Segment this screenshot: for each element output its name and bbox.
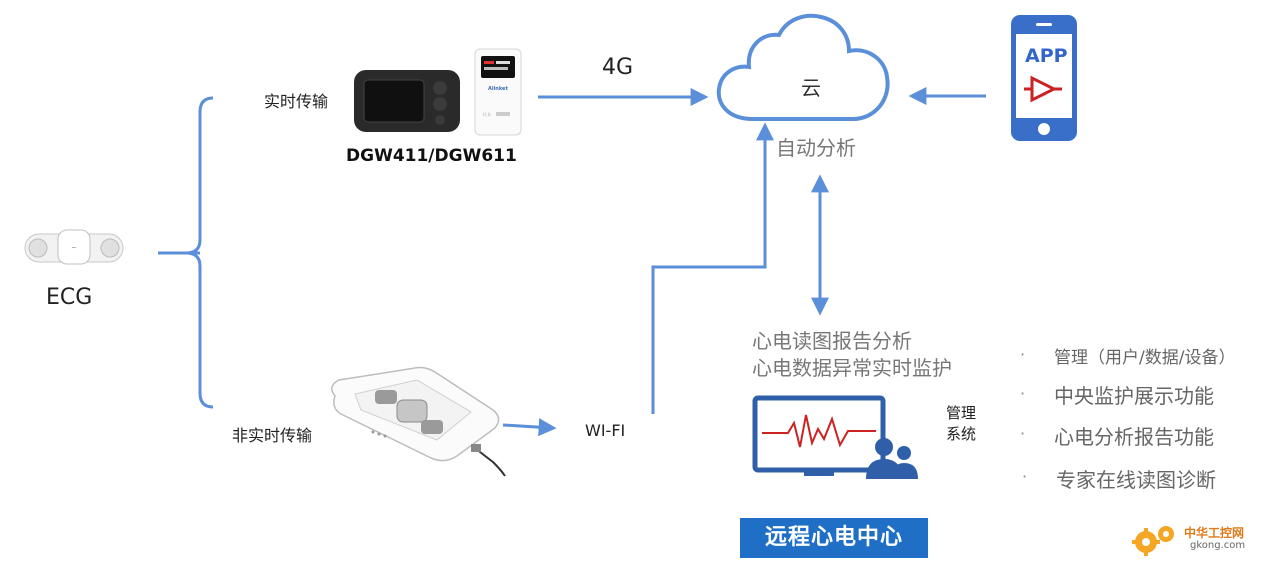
arrow-to-wifi: [502, 418, 557, 437]
wifi-label: WI-FI: [585, 421, 626, 440]
cloud-icon: [713, 11, 895, 127]
center-banner: 远程心电中心: [740, 518, 928, 558]
svg-text:((·)): ((·)): [483, 112, 491, 117]
monitor-icon: [752, 395, 922, 485]
svg-text:~: ~: [71, 244, 77, 252]
arrow-wifi-to-cloud: [651, 122, 774, 414]
mgmt-label-line1: 管理: [946, 404, 977, 422]
mgmt-label-line2: 系统: [946, 425, 977, 443]
center-text-line1: 心电读图报告分析: [752, 329, 912, 353]
feature-bullet: ·: [1022, 467, 1028, 486]
nonrealtime-label: 非实时传输: [232, 426, 313, 445]
watermark-text-line1: 中华工控网: [1184, 526, 1245, 540]
feature-item: 心电分析报告功能: [1054, 425, 1214, 449]
feature-bullet: ·: [1020, 424, 1026, 443]
phone-icon: [1010, 14, 1078, 146]
gateway-device-2-icon: ((·)): [474, 48, 522, 140]
watermark-text-line2: gkong.com: [1190, 540, 1246, 551]
feature-item: 管理（用户/数据/设备）: [1054, 348, 1236, 368]
center-text-line2: 心电数据异常实时监护: [752, 356, 952, 380]
realtime-label: 实时传输: [264, 92, 329, 111]
device-brand-text: Alinket: [488, 86, 508, 92]
label-4g: 4G: [602, 55, 634, 80]
ecg-device-icon: ~: [24, 226, 124, 274]
feature-item: 中央监护展示功能: [1054, 384, 1214, 408]
auto-analysis-label: 自动分析: [776, 136, 856, 160]
feature-bullet: ·: [1020, 384, 1026, 403]
dock-device-icon: [325, 366, 510, 482]
feature-item: 专家在线读图诊断: [1056, 468, 1216, 492]
feature-bullet: ·: [1020, 345, 1026, 364]
gateway-device-icon: [354, 70, 460, 136]
gear-icon: [1130, 520, 1182, 564]
cloud-label: 云: [801, 76, 821, 100]
brace-path: [185, 96, 214, 409]
app-label: APP: [1025, 45, 1068, 67]
ecg-label: ECG: [46, 285, 93, 310]
device-model-label: DGW411/DGW611: [346, 146, 517, 166]
